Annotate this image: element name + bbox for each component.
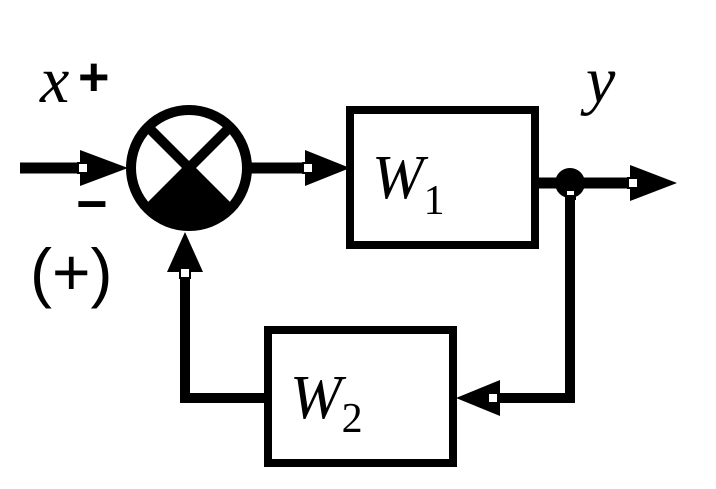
feedback-path-to-junction <box>167 232 268 403</box>
svg-text:W1: W1 <box>372 144 445 224</box>
block-w1: W1 <box>346 106 539 249</box>
feedback-sign-alternative: (+) <box>30 235 113 309</box>
summing-junction <box>126 105 252 231</box>
output-label: y <box>580 44 616 117</box>
input-arrow <box>20 150 128 186</box>
input-sign: + <box>78 47 110 107</box>
output-arrow <box>535 165 677 201</box>
input-label: x <box>39 44 69 117</box>
block-w1-symbol: W <box>372 144 429 212</box>
block-w2-subscript: 2 <box>342 396 363 442</box>
svg-text:W2: W2 <box>290 364 363 442</box>
feedback-path-to-w2 <box>456 195 575 416</box>
block-w2-symbol: W <box>290 364 347 432</box>
arrow-junction-to-w1 <box>247 150 350 186</box>
block-w1-subscript: 1 <box>424 178 445 224</box>
branch-point <box>555 168 585 200</box>
block-w2: W2 <box>264 326 457 467</box>
feedback-sign-minus: − <box>76 174 108 234</box>
